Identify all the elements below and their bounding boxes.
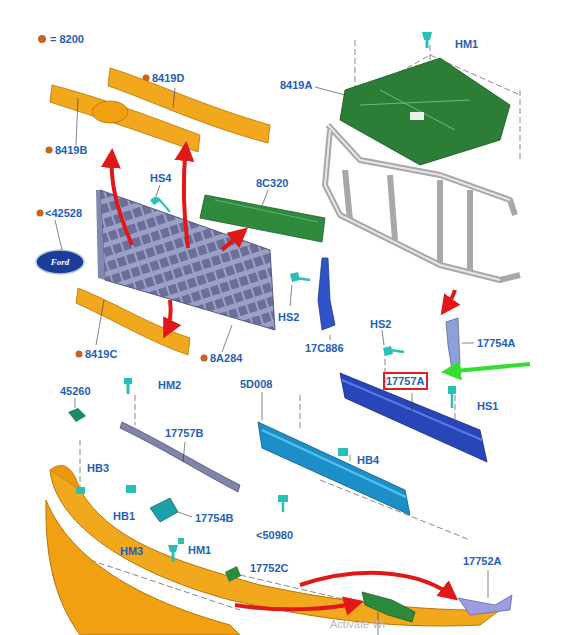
- callout-number: 8A284: [210, 352, 242, 364]
- callout-number: 17757A: [386, 375, 425, 387]
- callout-number: 17757B: [165, 427, 204, 439]
- callout-number: HS2: [370, 318, 391, 330]
- callout-number: 17754B: [195, 512, 234, 524]
- badge-text: Ford: [51, 256, 70, 268]
- watermark: Activate Wi: [330, 618, 385, 630]
- callout-number: HM3: [120, 545, 143, 557]
- callout-number: HS1: [477, 400, 498, 412]
- callout-number: HB4: [357, 454, 379, 466]
- callout-number: HS2: [278, 311, 299, 323]
- callout-number: HM1: [188, 544, 211, 556]
- callout-number: 17752A: [463, 555, 502, 567]
- callout-number: 17C886: [305, 342, 344, 354]
- callout-number: <50980: [256, 529, 293, 541]
- callout-number: 17752C: [250, 562, 289, 574]
- callout-number: 8C320: [256, 177, 288, 189]
- callout-number: 8419B: [55, 144, 87, 156]
- callout-number: 5D008: [240, 378, 272, 390]
- callout-number: 8419C: [85, 348, 117, 360]
- callout-number: HM2: [158, 379, 181, 391]
- callout-number: <42528: [45, 207, 82, 219]
- callout-number: 8419D: [152, 72, 184, 84]
- callout-number: 45260: [60, 385, 91, 397]
- callout-number: 17754A: [477, 337, 516, 349]
- legend-text: = 8200: [50, 33, 84, 45]
- callout-number: 8419A: [280, 79, 312, 91]
- callout-number: HB3: [87, 462, 109, 474]
- legend-swatch: [38, 35, 46, 43]
- legend-entry: = 8200: [38, 33, 84, 45]
- callout-number: HM1: [455, 38, 478, 50]
- callout-number: HS4: [150, 172, 171, 184]
- callout-number: HB1: [113, 510, 135, 522]
